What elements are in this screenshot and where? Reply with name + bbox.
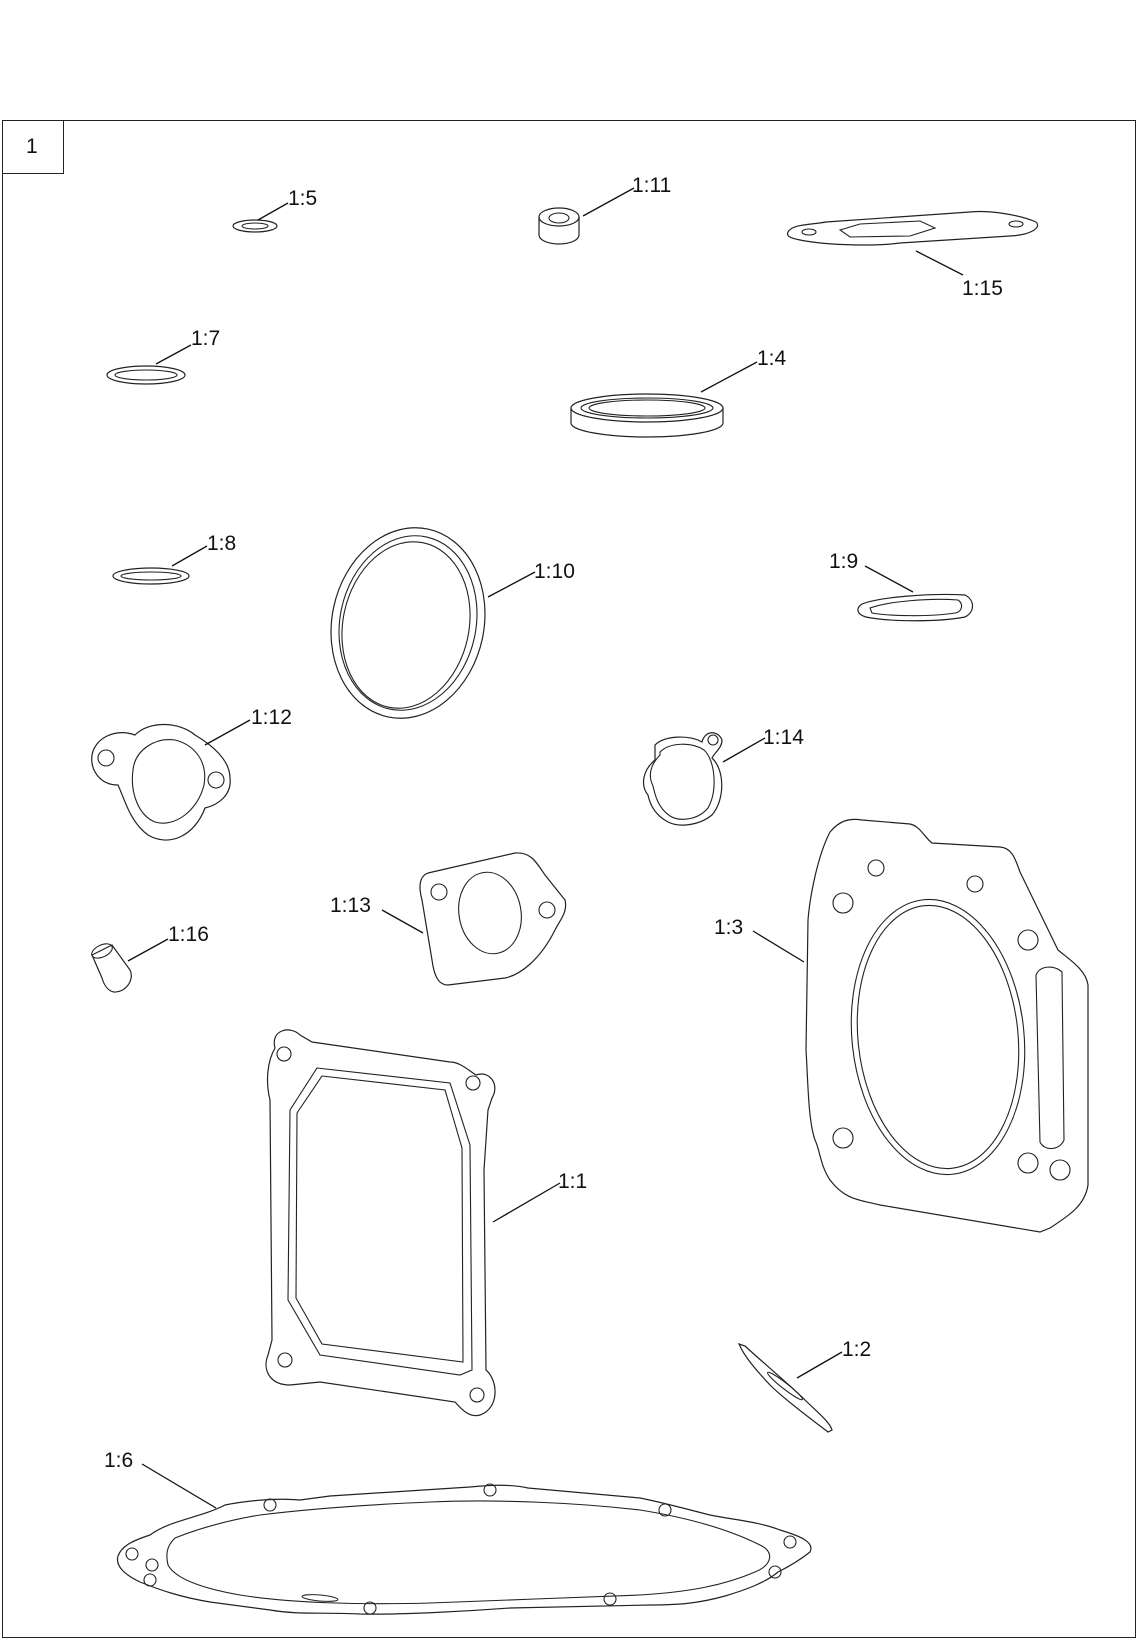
callout-1-14: 1:14 (763, 726, 804, 749)
leader-1-10 (487, 571, 536, 598)
leader-1-15 (915, 250, 964, 276)
leader-1-1 (492, 1182, 561, 1223)
leader-1-3 (752, 930, 805, 963)
part-seal-1-4 (570, 393, 724, 438)
callout-1-12: 1:12 (251, 706, 292, 729)
leader-1-6 (141, 1463, 217, 1509)
leader-1-11 (582, 187, 635, 217)
leader-1-9 (864, 565, 914, 593)
part-oring-1-7 (106, 365, 186, 385)
callout-1-11: 1:11 (632, 174, 671, 197)
callout-1-9: 1:9 (829, 550, 858, 573)
part-ring-1-10 (330, 527, 486, 719)
callout-1-15: 1:15 (962, 277, 1003, 300)
leader-1-5 (257, 202, 289, 221)
leader-1-13 (381, 909, 424, 934)
part-gasket-1-13 (419, 852, 567, 986)
callout-1-7: 1:7 (191, 327, 220, 350)
callout-1-13: 1:13 (330, 894, 371, 917)
callout-1-8: 1:8 (207, 532, 236, 555)
part-gasket-1-14 (642, 732, 723, 826)
callout-1-16: 1:16 (168, 923, 209, 946)
part-head-gasket-1-3 (805, 818, 1089, 1233)
part-gasket-1-12 (91, 723, 231, 841)
part-oring-1-8 (112, 567, 190, 585)
part-cap-1-16 (91, 943, 132, 993)
part-gasket-1-15 (786, 210, 1039, 246)
callout-1-10: 1:10 (534, 560, 575, 583)
part-washer-1-5 (232, 219, 278, 233)
part-cover-gasket-1-1 (265, 1029, 496, 1417)
leader-1-4 (700, 361, 758, 393)
part-bushing-1-11 (538, 207, 580, 245)
leader-1-7 (155, 344, 192, 365)
leader-1-14 (722, 737, 766, 763)
callout-1-4: 1:4 (757, 347, 787, 370)
part-crankcase-gasket-1-6 (116, 1483, 812, 1615)
callout-1-6: 1:6 (104, 1449, 133, 1472)
leader-1-12 (204, 719, 251, 746)
callout-1-1: 1:1 (558, 1170, 587, 1193)
callout-1-2: 1:2 (842, 1338, 871, 1361)
view-number: 1 (26, 135, 38, 158)
leader-1-2 (796, 1351, 843, 1379)
part-gasket-1-2 (737, 1343, 833, 1433)
callout-1-5: 1:5 (288, 187, 317, 210)
view-number-box: 1 (2, 120, 64, 174)
part-gasket-1-9 (857, 593, 974, 622)
callout-1-3: 1:3 (714, 916, 743, 939)
view-frame (2, 120, 1136, 1638)
leader-1-8 (171, 545, 208, 567)
leader-1-16 (127, 938, 169, 962)
